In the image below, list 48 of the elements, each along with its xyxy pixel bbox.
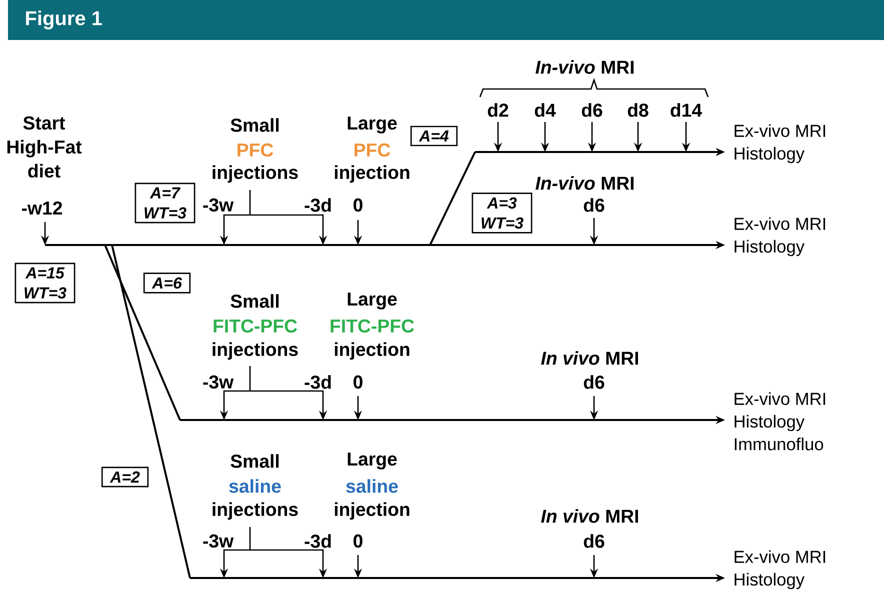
text-label: d4 [534,103,556,117]
text-label: PFC [354,143,390,157]
text-label: d14 [670,103,702,117]
outcome-text: Ex-vivo MRI Histology Immunofluo [734,392,826,450]
text-label: -w12 [22,201,62,215]
text-label: injection [334,165,410,183]
text-label: Small [230,118,279,132]
text-label: -3w [203,534,234,548]
text-label: -3w [203,375,234,389]
text-label: -3d [304,198,331,212]
text-label: injections [212,342,298,360]
text-label: Small [230,454,279,468]
text-label: d6 [584,198,604,212]
title-banner: Figure 1 [8,0,884,40]
text-label: -3d [304,375,331,389]
group-box: A=4 [410,126,458,146]
text-label: Small [230,294,279,308]
group-box: A=15 WT=3 [14,262,76,304]
text-label: 0 [354,375,362,389]
text-label: injection [334,342,410,360]
outcome-text: Ex-vivo MRI Histology [734,124,826,164]
group-box: A=3 WT=3 [472,192,532,234]
outcome-text: Ex-vivo MRI Histology [734,550,826,590]
outcome-text: Ex-vivo MRI Histology [734,217,826,256]
text-label: d6 [584,534,604,548]
text-label: Start High-Fat diet [7,116,82,178]
group-box: A=7 WT=3 [134,182,196,224]
text-label: d6 [584,375,604,389]
text-label: In-vivo MRI [536,176,634,190]
text-label: In vivo MRI [541,509,638,523]
text-label: PFC [238,143,274,157]
text-label: Large [348,292,397,310]
group-box: A=2 [101,466,149,488]
text-label: d6 [582,103,602,117]
text-label: injections [212,165,298,183]
group-box: A=6 [143,272,191,294]
text-label: 0 [354,534,362,548]
text-label: -3d [304,534,331,548]
text-label: injection [334,502,410,520]
text-label: d8 [628,103,648,117]
text-label: FITC-PFC [330,319,414,333]
text-label: In vivo MRI [541,351,638,365]
text-label: 0 [354,198,362,212]
text-label: saline [346,479,398,493]
text-label: In-vivo MRI [536,60,634,74]
text-label: Large [348,452,397,470]
text-label: d2 [488,103,508,117]
text-label: saline [229,479,281,493]
